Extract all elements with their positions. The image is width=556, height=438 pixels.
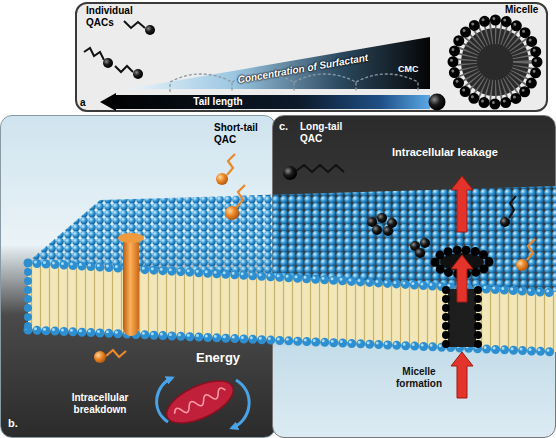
qac-head: [516, 259, 528, 271]
qac-head: [372, 225, 382, 235]
arrow-shape: [100, 93, 430, 111]
qac-head: [420, 238, 430, 248]
panel-label: Micelle: [505, 4, 547, 16]
callout-label: Energy: [196, 350, 260, 365]
qac-tail: [509, 196, 516, 218]
callout-label: Micelle formation: [390, 366, 448, 390]
callout-label: Long-tail QAC: [300, 121, 358, 145]
pore-heads: [474, 290, 482, 347]
qac-channel-top: [118, 233, 144, 243]
membrane: [27, 186, 556, 352]
qac-head: [415, 248, 425, 258]
qac-head: [225, 206, 239, 220]
panel-letter: c.: [279, 120, 297, 133]
leakage-arrows: [451, 176, 473, 398]
qac-head: [383, 226, 393, 236]
qac-head: [133, 69, 143, 79]
pore-heads: [442, 290, 450, 347]
wedge-shape: [128, 37, 430, 89]
micelle-core: [461, 28, 529, 96]
panel-letter: b.: [8, 417, 30, 430]
tail-length-arrow-outline: [100, 93, 446, 111]
qac-head: [145, 25, 155, 35]
micelle-heads: [453, 20, 537, 104]
qac-head: [500, 217, 510, 227]
membrane-pore: [435, 250, 489, 347]
micelle-tails: [466, 33, 524, 91]
arrow-end-head: [429, 94, 446, 111]
qac-head: [94, 351, 106, 363]
qac-head: [216, 173, 228, 185]
micelle: [452, 19, 538, 105]
panel-label: Individual QACs: [86, 5, 146, 29]
panel-letter: a: [80, 97, 92, 109]
callout-label: Intracellular breakdown: [52, 392, 148, 416]
leak-arrow: [451, 255, 473, 302]
qac-head: [103, 58, 113, 68]
micelle-highlights: [452, 19, 536, 103]
threshold-label: CMC: [398, 64, 430, 74]
callout-label: Short-tail QAC: [214, 122, 272, 146]
concentration-wedge: Concentration of Surfactant: [128, 37, 430, 89]
arrow-label: Tail length: [178, 94, 258, 110]
qac-channel: [123, 236, 139, 336]
qac-head: [377, 213, 387, 223]
tail-length-arrow: Tail length: [100, 93, 446, 111]
callout-label: Intracellular leakage: [392, 146, 532, 159]
qac-tail: [527, 239, 535, 260]
qac-head: [283, 166, 297, 180]
concentration-wedge-outline: [128, 37, 430, 89]
